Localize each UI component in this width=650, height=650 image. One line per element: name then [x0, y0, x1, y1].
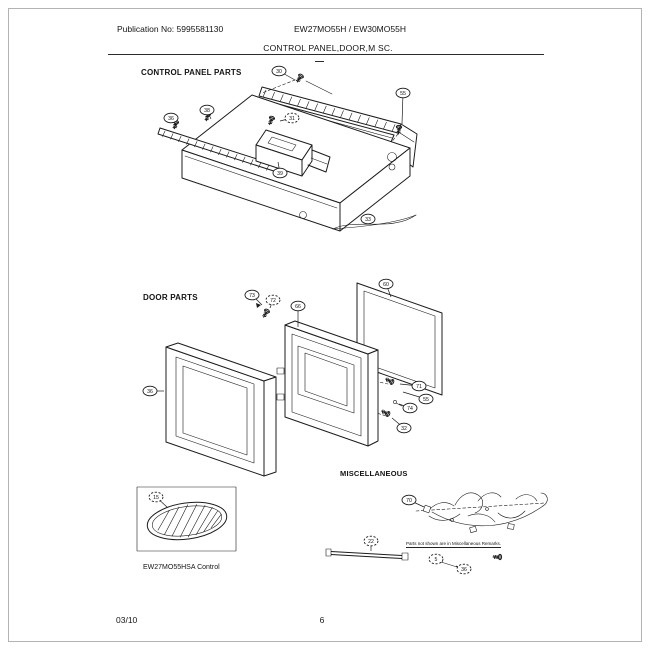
callout-number: 73 — [249, 293, 255, 299]
callout-number: 32 — [401, 426, 407, 432]
section-label-control-panel: CONTROL PANEL PARTS — [141, 68, 242, 77]
center-dash — [315, 61, 324, 62]
callout-balloon-73 — [244, 289, 260, 301]
callout-number: 72 — [270, 298, 276, 304]
callout-balloon-36 — [142, 385, 158, 397]
callout-number: 36 — [168, 116, 174, 122]
callout-balloon-30 — [271, 65, 287, 77]
callout-balloon-32 — [396, 422, 412, 434]
callout-number: 71 — [416, 384, 422, 390]
callout-balloon-66 — [290, 300, 306, 312]
callout-balloon-15 — [148, 491, 164, 503]
callout-number: 70 — [406, 498, 412, 504]
callout-number: 33 — [365, 217, 371, 223]
callout-balloon-55 — [418, 393, 434, 405]
callout-balloon-31 — [284, 112, 300, 124]
tray-inset-diagram — [136, 486, 237, 552]
section-label-miscellaneous: MISCELLANEOUS — [340, 469, 408, 478]
callout-number: 22 — [368, 539, 374, 545]
callout-number: 5 — [435, 557, 438, 563]
callout-balloon-39 — [272, 167, 288, 179]
callout-balloon-70 — [401, 494, 417, 506]
callout-number: 55 — [400, 91, 406, 97]
model-caption: EW27MO55HSA Control — [143, 564, 220, 571]
callout-balloon-74 — [402, 402, 418, 414]
footer-page-number: 6 — [319, 615, 325, 625]
callout-balloon-55 — [395, 87, 411, 99]
publication-number: Publication No: 5995581130 — [117, 24, 224, 34]
section-label-door: DOOR PARTS — [143, 293, 198, 302]
callout-balloon-5 — [428, 553, 444, 565]
callout-number: 66 — [295, 304, 301, 310]
callout-balloon-33 — [360, 213, 376, 225]
control-panel-callouts: 30 55 36 38 31 39 33 — [163, 65, 411, 225]
callout-balloon-72 — [265, 294, 281, 306]
callout-number: 31 — [289, 116, 295, 122]
callout-balloon-60 — [378, 278, 394, 290]
callout-balloon-36 — [163, 112, 179, 124]
callout-balloon-22 — [363, 535, 379, 547]
callout-balloon-71 — [411, 380, 427, 392]
callout-number: 15 — [153, 495, 159, 501]
door-callouts: 73 72 66 60 36 71 55 74 32 — [142, 278, 434, 434]
callout-number: 38 — [204, 108, 210, 114]
callout-number: 74 — [407, 406, 413, 412]
callout-balloon-36 — [456, 563, 472, 575]
callout-balloon-38 — [199, 104, 215, 116]
callout-number: 39 — [277, 171, 283, 177]
miscellaneous-diagram — [325, 492, 548, 568]
callout-number: 36 — [461, 567, 467, 573]
footer-date: 03/10 — [116, 615, 138, 625]
callout-number: 36 — [147, 389, 153, 395]
callout-number: 30 — [276, 69, 282, 75]
callout-number: 55 — [423, 397, 429, 403]
door-diagram — [165, 282, 443, 477]
callout-number: 60 — [383, 282, 389, 288]
misc-callouts: 70 22 15 5 36 — [148, 491, 472, 575]
miscellaneous-note: Parts not shown are in Miscellaneous Rem… — [406, 541, 502, 548]
model-numbers: EW27MO55H / EW30MO55H — [294, 24, 406, 34]
control-panel-diagram — [157, 72, 418, 232]
header-divider — [108, 54, 544, 55]
page-title: CONTROL PANEL,DOOR,M SC. — [263, 43, 393, 53]
